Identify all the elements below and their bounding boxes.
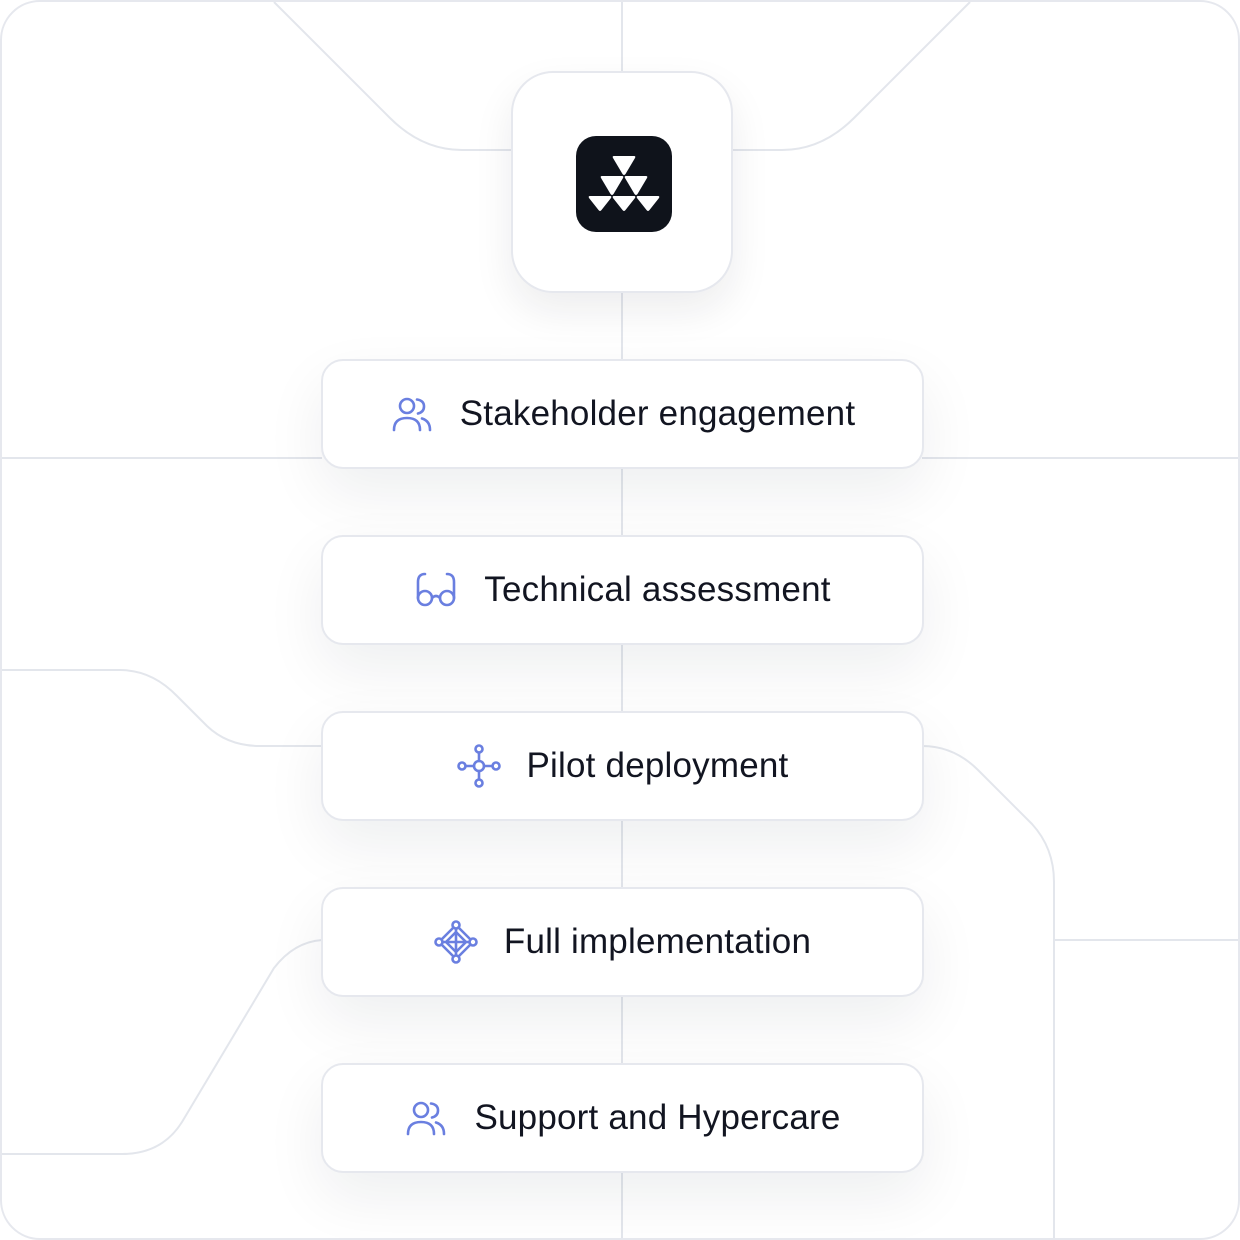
- triangles-logo-icon: [576, 136, 672, 232]
- logo-card: [511, 71, 733, 293]
- step-card-support-and-hypercare[interactable]: Support and Hypercare: [321, 1063, 924, 1173]
- step-label: Technical assessment: [484, 570, 831, 609]
- nodes-network-icon: [456, 744, 501, 788]
- step-card-stakeholder-engagement[interactable]: Stakeholder engagement: [321, 359, 924, 469]
- connector-left-step3: [2, 669, 322, 747]
- connector-right-step3: [921, 745, 1055, 1238]
- users-icon: [390, 392, 434, 436]
- connector-left-step4: [2, 939, 323, 1155]
- step-label: Stakeholder engagement: [459, 394, 856, 433]
- diamond-network-icon: [434, 920, 478, 964]
- connector-top-right: [732, 2, 971, 151]
- step-card-technical-assessment[interactable]: Technical assessment: [321, 535, 924, 645]
- step-label: Full implementation: [503, 922, 812, 961]
- connector-top-left: [273, 2, 512, 151]
- step-label: Support and Hypercare: [474, 1098, 841, 1137]
- glasses-icon: [414, 568, 458, 612]
- step-label: Pilot deployment: [526, 746, 789, 785]
- step-card-pilot-deployment[interactable]: Pilot deployment: [321, 711, 924, 821]
- users-icon: [404, 1096, 448, 1140]
- step-card-full-implementation[interactable]: Full implementation: [321, 887, 924, 997]
